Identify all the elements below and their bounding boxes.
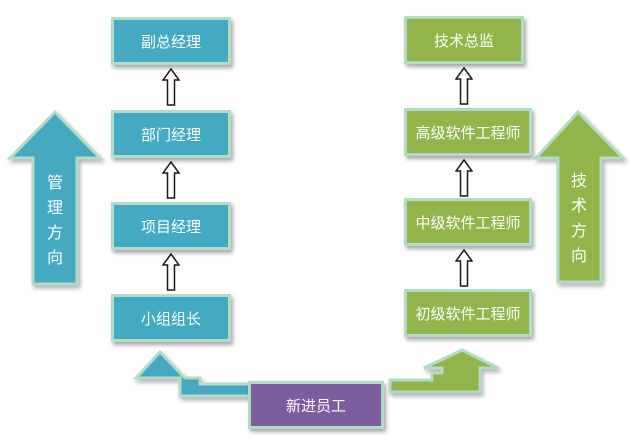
direction-char: 向 <box>46 248 63 267</box>
technical-direction-arrow <box>532 109 627 284</box>
management-direction-label: 管 理 方 向 <box>43 170 67 270</box>
box-department-manager: 部门经理 <box>111 110 231 158</box>
direction-char: 管 <box>46 173 63 192</box>
direction-char: 方 <box>46 223 63 242</box>
direction-char: 理 <box>46 198 63 217</box>
direction-char: 术 <box>570 196 587 215</box>
box-project-manager: 项目经理 <box>111 202 231 250</box>
up-arrow-icon <box>162 253 180 291</box>
start-to-team-lead-arrow <box>132 349 254 398</box>
start-to-junior-engineer-arrow <box>388 348 499 394</box>
direction-char: 方 <box>570 221 587 240</box>
box-deputy-general-manager: 副总经理 <box>111 17 231 65</box>
up-arrow-icon <box>455 67 473 105</box>
direction-char: 向 <box>570 246 587 265</box>
up-arrow-icon <box>162 161 180 199</box>
box-senior-engineer: 高级软件工程师 <box>404 108 532 156</box>
up-arrow-icon <box>162 68 180 106</box>
direction-char: 技 <box>570 171 587 190</box>
box-team-lead: 小组组长 <box>111 294 231 342</box>
technical-direction-label: 技 术 方 向 <box>567 168 591 268</box>
box-intermediate-engineer: 中级软件工程师 <box>404 198 532 246</box>
box-new-employee: 新进员工 <box>248 381 384 429</box>
box-junior-engineer: 初级软件工程师 <box>404 289 532 337</box>
management-direction-arrow <box>6 109 104 286</box>
up-arrow-icon <box>455 249 473 287</box>
up-arrow-icon <box>455 159 473 197</box>
box-technical-director: 技术总监 <box>404 16 524 64</box>
